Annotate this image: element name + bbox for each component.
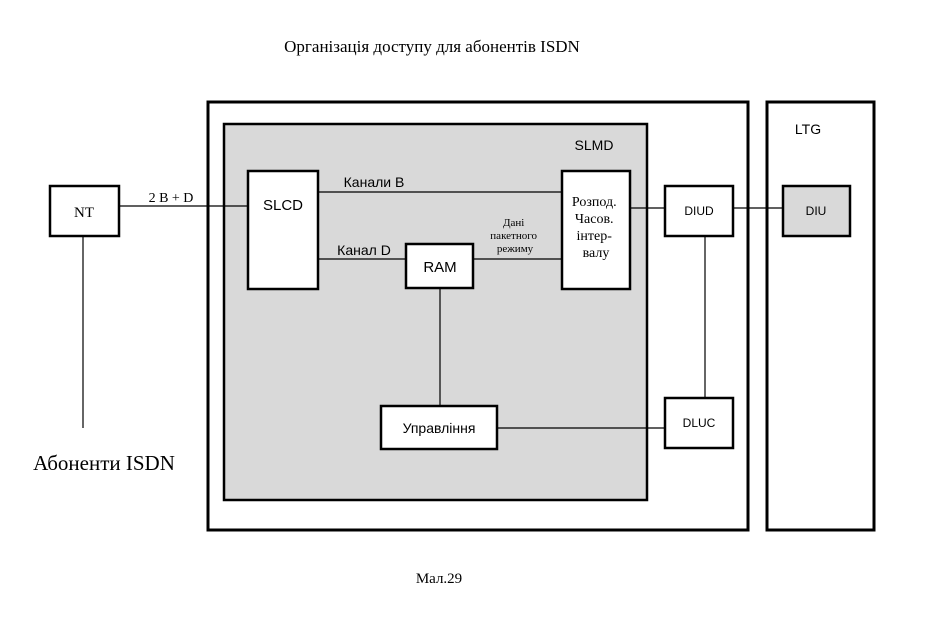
- packet-data-line-1: Дані: [503, 217, 524, 229]
- packet-data-line-2: пакетного: [490, 230, 537, 242]
- channels-b-label: Канали B: [344, 174, 405, 190]
- diu-box: [781, 184, 852, 238]
- ltg-frame: [765, 100, 876, 532]
- diu-label: DIU: [806, 204, 827, 218]
- figure-caption: Мал.29: [416, 571, 462, 587]
- control-label: Управління: [403, 420, 476, 436]
- packet-data-label: Дані пакетного режиму: [490, 217, 539, 255]
- distributor-line-4: валу: [583, 246, 610, 261]
- control-box: [379, 404, 499, 451]
- distributor-box: [560, 169, 632, 291]
- nt-box: [48, 184, 121, 238]
- nt-label: NT: [74, 205, 94, 221]
- ram-label: RAM: [423, 259, 456, 276]
- dluc-label: DLUC: [683, 416, 716, 430]
- diagram-title: Організація доступу для абонентів ISDN: [284, 37, 580, 56]
- distributor-line-1: Розпод.: [572, 195, 617, 210]
- link-2bd-label: 2 B + D: [149, 191, 194, 206]
- ram-box: [404, 242, 475, 290]
- diud-label: DIUD: [684, 204, 714, 218]
- ltg-label: LTG: [795, 121, 821, 137]
- dluc-box: [663, 396, 735, 450]
- subscribers-label: Абоненти ISDN: [33, 451, 175, 475]
- slcd-label: SLCD: [263, 197, 303, 214]
- distributor-line-2: Часов.: [575, 212, 614, 227]
- slcd-box: [246, 169, 320, 291]
- diud-box: [663, 184, 735, 238]
- packet-data-line-3: режиму: [497, 243, 534, 255]
- slmd-label: SLMD: [575, 137, 614, 153]
- channel-d-label: Канал D: [337, 242, 391, 258]
- distributor-label: Розпод. Часов. інтер- валу: [572, 195, 620, 261]
- distributor-line-3: інтер-: [577, 229, 613, 244]
